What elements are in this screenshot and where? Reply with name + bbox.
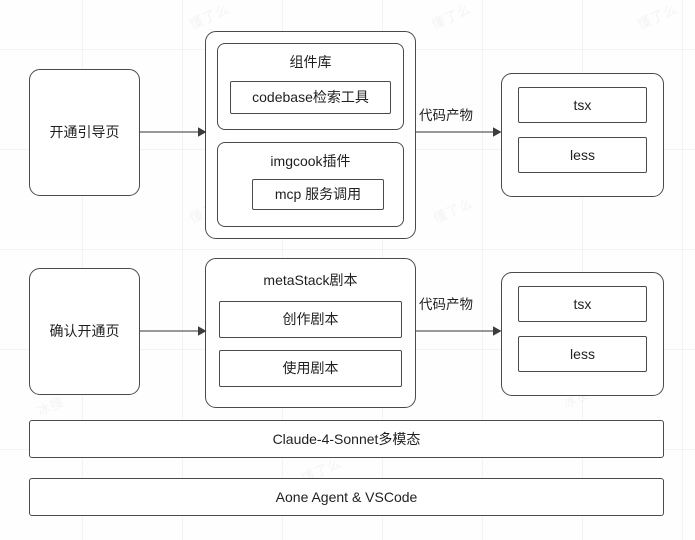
watermark: 懂了么 <box>187 1 232 32</box>
connector-process-to-output-row1 <box>416 127 502 137</box>
group-title: imgcook插件 <box>270 152 351 169</box>
item-spacer <box>219 338 402 350</box>
output-item-tsx-row1[interactable]: tsx <box>518 87 647 123</box>
output-container-row1: tsx less <box>501 73 664 197</box>
platform-bar-model[interactable]: Claude-4-Sonnet多模态 <box>29 420 664 458</box>
node-label: tsx <box>573 295 592 312</box>
node-label: mcp 服务调用 <box>274 186 362 203</box>
output-spacer <box>518 322 647 336</box>
node-label: 开通引导页 <box>49 124 120 141</box>
group-component-library: 组件库 codebase检索工具 <box>217 43 404 131</box>
watermark: 懂了么 <box>635 1 680 32</box>
node-source-row2[interactable]: 确认开通页 <box>29 268 140 395</box>
group-title: 组件库 <box>289 54 332 70</box>
watermark: 冰搜 <box>34 393 67 419</box>
node-label: 使用剧本 <box>282 360 339 377</box>
node-label: less <box>570 345 595 362</box>
group-title: metaStack剧本 <box>263 272 358 288</box>
node-label: 创作剧本 <box>282 311 339 328</box>
platform-bar-label: Aone Agent & VSCode <box>275 489 418 505</box>
output-item-less-row2[interactable]: less <box>518 336 647 372</box>
node-source-row1[interactable]: 开通引导页 <box>29 69 140 196</box>
connector-source-to-process-row2 <box>140 326 207 336</box>
output-item-less-row1[interactable]: less <box>518 137 647 173</box>
watermark: 懂了么 <box>431 195 476 226</box>
item-use-script[interactable]: 使用剧本 <box>219 350 402 387</box>
platform-bar-label: Claude-4-Sonnet多模态 <box>272 431 421 447</box>
connector-source-to-process-row1 <box>140 127 207 137</box>
connector-process-to-output-row2 <box>416 326 502 336</box>
output-item-tsx-row2[interactable]: tsx <box>518 286 647 322</box>
edge-label-code-artifact-row1: 代码产物 <box>419 108 473 123</box>
process-container-row1: 组件库 codebase检索工具 imgcook插件 mcp 服务调用 <box>205 31 416 239</box>
item-create-script[interactable]: 创作剧本 <box>219 301 402 338</box>
node-label: less <box>570 146 595 163</box>
platform-bar-tooling[interactable]: Aone Agent & VSCode <box>29 478 664 516</box>
output-container-row2: tsx less <box>501 272 664 396</box>
output-spacer <box>518 123 647 137</box>
item-mcp-service-call[interactable]: mcp 服务调用 <box>252 178 384 210</box>
process-container-row2: metaStack剧本 创作剧本 使用剧本 <box>205 258 416 408</box>
node-label: tsx <box>573 96 592 113</box>
watermark: 懂了么 <box>429 1 474 32</box>
item-codebase-search-tool[interactable]: codebase检索工具 <box>230 81 391 114</box>
group-spacer <box>217 130 404 142</box>
node-label: 确认开通页 <box>49 323 120 340</box>
group-imgcook-plugin: imgcook插件 mcp 服务调用 <box>217 141 404 227</box>
node-label: codebase检索工具 <box>252 89 369 106</box>
edge-label-code-artifact-row2: 代码产物 <box>419 297 473 312</box>
